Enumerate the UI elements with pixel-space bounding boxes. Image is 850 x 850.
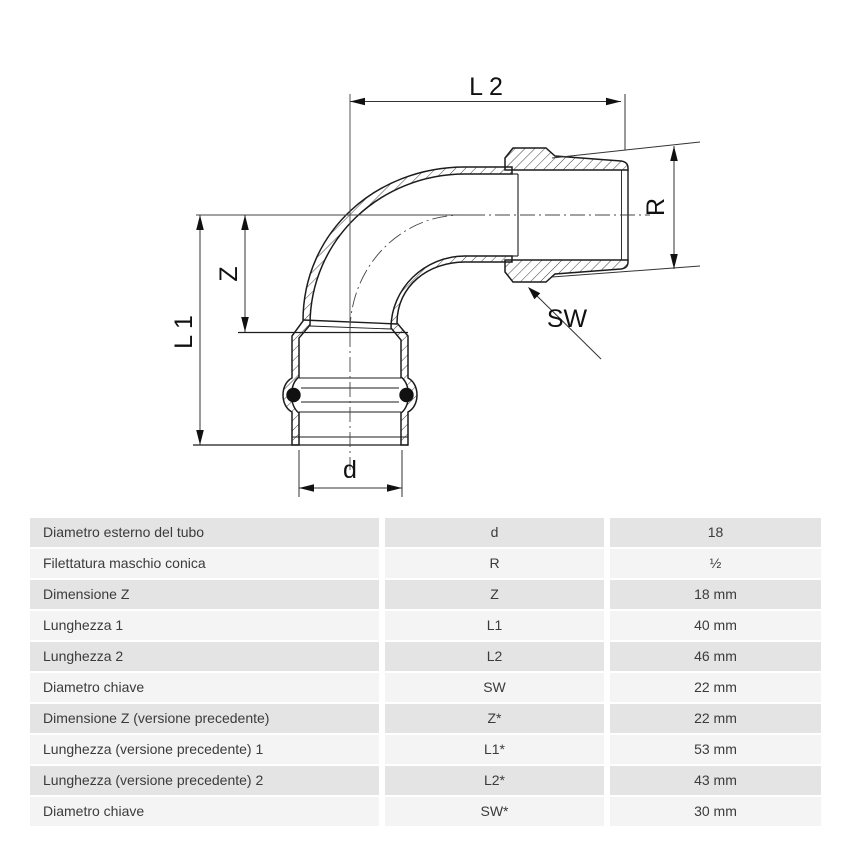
oring-right: [399, 387, 414, 403]
table-row: Diametro chiave SW 22 mm: [30, 673, 821, 702]
table-row: Dimensione Z Z 18 mm: [30, 580, 821, 609]
technical-drawing: L 2 Z L 1 d R: [170, 73, 701, 497]
l1-arrow-top: [196, 215, 204, 230]
row-symbol: SW*: [385, 797, 604, 826]
row-symbol: L2*: [385, 766, 604, 795]
row-symbol: L1*: [385, 735, 604, 764]
dim-r: R: [551, 141, 701, 278]
oring-left: [286, 387, 301, 403]
z-label: Z: [215, 266, 243, 281]
row-label: Filettatura maschio conica: [30, 549, 379, 578]
sw-label: SW: [547, 305, 588, 333]
thread-bottom-section: [504, 259, 629, 283]
table-row: Filettatura maschio conica R ½: [30, 549, 821, 578]
sw-arrow: [528, 287, 541, 300]
row-value: 43 mm: [610, 766, 821, 795]
spec-table: Diametro esterno del tubo d 18 Filettatu…: [30, 518, 821, 828]
l2-label: L 2: [469, 73, 503, 101]
row-label: Diametro esterno del tubo: [30, 518, 379, 547]
r-extension-bottom: [551, 265, 701, 278]
r-extension-top: [551, 141, 701, 159]
row-symbol: Z: [385, 580, 604, 609]
row-label: Dimensione Z (versione precedente): [30, 704, 379, 733]
row-value: 40 mm: [610, 611, 821, 640]
row-value: 18: [610, 518, 821, 547]
l2-arrow-left: [350, 97, 365, 106]
centerlines: [196, 94, 650, 470]
pipe-body: [193, 147, 629, 446]
l1-arrow-bottom: [196, 430, 204, 445]
row-value: 53 mm: [610, 735, 821, 764]
dim-sw: SW: [528, 287, 602, 360]
l2-arrow-right: [606, 97, 621, 106]
table-row: Lunghezza (versione precedente) 2 L2* 43…: [30, 766, 821, 795]
r-arrow-bottom: [670, 254, 678, 269]
l1-label: L 1: [170, 315, 198, 349]
table-row: Lunghezza 1 L1 40 mm: [30, 611, 821, 640]
z-arrow-top: [241, 215, 249, 230]
row-label: Lunghezza (versione precedente) 1: [30, 735, 379, 764]
inner-wall-section: [390, 255, 513, 446]
table-row: Diametro esterno del tubo d 18: [30, 518, 821, 547]
row-symbol: Z*: [385, 704, 604, 733]
r-arrow-top: [670, 146, 678, 161]
row-value: 22 mm: [610, 673, 821, 702]
table-row: Dimensione Z (versione precedente) Z* 22…: [30, 704, 821, 733]
table-row: Diametro chiave SW* 30 mm: [30, 797, 821, 826]
table-row: Lunghezza 2 L2 46 mm: [30, 642, 821, 671]
row-value: ½: [610, 549, 821, 578]
row-symbol: d: [385, 518, 604, 547]
row-label: Lunghezza (versione precedente) 2: [30, 766, 379, 795]
d-arrow-left: [299, 484, 314, 492]
row-value: 22 mm: [610, 704, 821, 733]
thread-top-section: [504, 147, 629, 171]
dim-z: Z: [215, 215, 249, 332]
table-row: Lunghezza (versione precedente) 1 L1* 53…: [30, 735, 821, 764]
row-symbol: SW: [385, 673, 604, 702]
z-arrow-bottom: [241, 317, 249, 332]
d-label: d: [343, 456, 357, 484]
dim-l1: L 1: [170, 215, 204, 445]
row-value: 46 mm: [610, 642, 821, 671]
dim-d: d: [298, 450, 403, 497]
row-label: Lunghezza 2: [30, 642, 379, 671]
d-arrow-right: [387, 484, 402, 492]
row-symbol: L1: [385, 611, 604, 640]
row-label: Diametro chiave: [30, 797, 379, 826]
row-label: Diametro chiave: [30, 673, 379, 702]
r-label: R: [642, 198, 670, 216]
dim-l2: L 2: [350, 73, 626, 150]
row-label: Lunghezza 1: [30, 611, 379, 640]
bend-centerline: [349, 214, 463, 333]
dimensions: L 2 Z L 1 d R: [170, 73, 701, 497]
row-value: 30 mm: [610, 797, 821, 826]
sw-leader-line: [533, 292, 602, 360]
row-symbol: L2: [385, 642, 604, 671]
row-value: 18 mm: [610, 580, 821, 609]
row-label: Dimensione Z: [30, 580, 379, 609]
row-symbol: R: [385, 549, 604, 578]
